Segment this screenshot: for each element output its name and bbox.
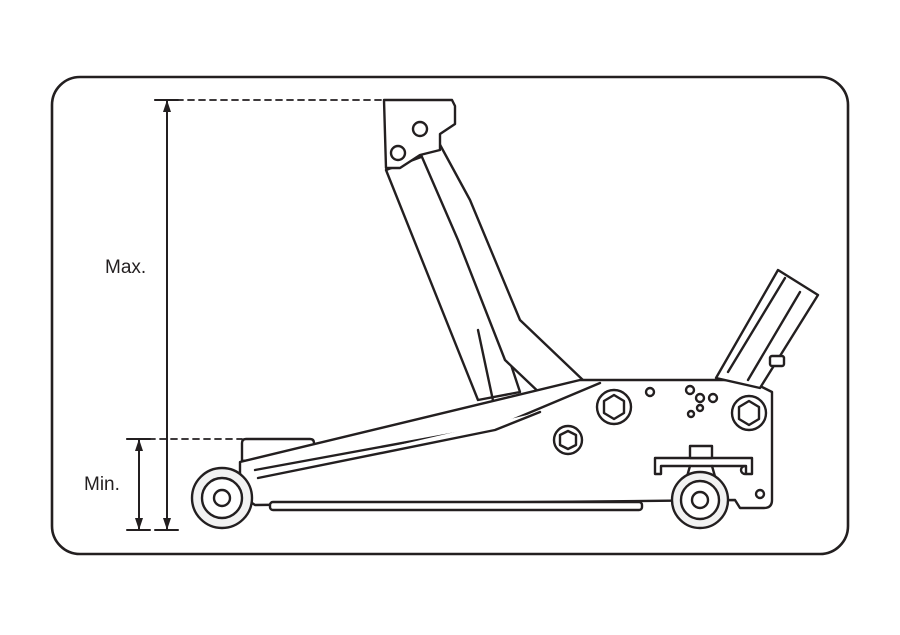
jack-body bbox=[238, 378, 774, 512]
lift-arm-raised bbox=[382, 98, 587, 412]
min-label: Min. bbox=[84, 474, 120, 495]
rear-caster-wheel bbox=[670, 470, 730, 530]
front-wheel bbox=[190, 466, 254, 530]
handle-socket bbox=[714, 268, 820, 390]
max-height-dimension bbox=[154, 99, 384, 531]
body-fasteners bbox=[552, 384, 768, 500]
max-label: Max. bbox=[105, 257, 147, 278]
min-height-dimension bbox=[126, 438, 243, 531]
diagram-frame bbox=[50, 75, 850, 556]
